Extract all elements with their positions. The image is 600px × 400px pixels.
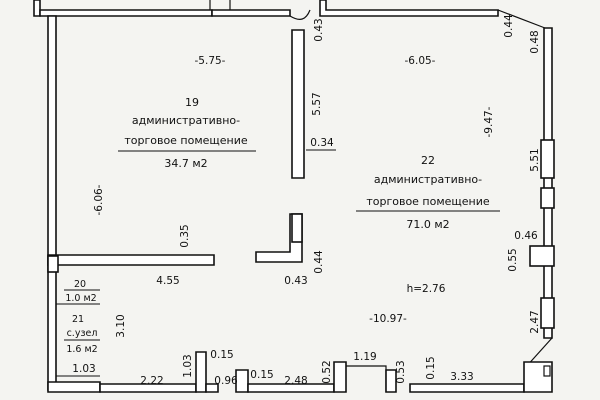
dim-0-44-top: 0.44 [503,14,515,38]
dim-3-33: 3.33 [450,371,473,383]
dim-5-57: 5.57 [311,92,323,115]
room-19-name-2: торговое помещение [124,134,248,147]
room-22-number: 22 [421,154,435,167]
room-19-label: 19 административно- торговое помещение 3… [118,96,256,170]
wall-top-arc [289,9,311,20]
column-center-top [291,213,303,243]
dim-3-10: 3.10 [115,314,127,337]
room-22-name-1: административно- [374,173,482,186]
room-20-number: 20 [74,279,86,290]
dim-6-06: -6.06- [93,184,105,215]
wall-bottom-pier-1 [195,351,207,393]
dim-5-51: 5.51 [529,148,541,171]
wall-top-middle-segment [211,9,291,17]
wall-partition-vertical [291,29,305,179]
dim-0-46: 0.46 [514,230,538,242]
wall-right-outer [543,27,553,339]
dim-9-47: -9.47- [483,106,495,137]
room-22-name-2: торговое помещение [366,195,490,208]
dim-10-97: -10.97- [369,313,407,325]
wall-left-outer [47,15,57,391]
wall-bottom-pier-5 [523,361,553,393]
room-19-number: 19 [185,96,199,109]
dim-1-03-left: 1.03 [72,363,95,375]
room-21-name: с.узел [67,328,98,339]
room-19-area: 34.7 м2 [164,157,207,170]
dim-4-55: 4.55 [156,275,179,287]
dim-0-43-top: 0.43 [313,18,325,41]
wall-bottom-niche [346,365,387,392]
wall-bottom-segment-4 [409,383,525,393]
dim-0-52: 0.52 [321,360,333,383]
wall-top-left-stub [33,0,41,17]
window-right-2 [540,187,555,209]
dim-2-47: 2.47 [529,310,541,333]
dim-5-75: -5.75- [195,55,226,67]
dim-0-15-b: 0.15 [250,369,273,381]
wall-bottom-segment-2 [205,383,219,393]
dimensions-vertical: -6.06- 0.43 5.57 0.44 0.48 -9.47- 5.51 0… [93,14,541,384]
room-19-name-1: административно- [132,114,240,127]
dim-2-22: 2.22 [140,375,163,387]
dim-0-43-mid: 0.43 [284,275,307,287]
dim-1-19: 1.19 [353,351,376,363]
wall-bottom-pier-3 [333,361,347,393]
wall-horizontal-19-20 [47,254,215,266]
walls [33,0,555,393]
room-22-area: 71.0 м2 [406,218,449,231]
room-21-label: 21 с.узел 1.6 м2 [64,314,100,355]
ceiling-height: h=2.76 [407,283,446,295]
window-right-3 [540,297,555,329]
dim-0-35: 0.35 [179,224,191,247]
dim-0-34: 0.34 [310,137,334,149]
dim-1-03-mid: 1.03 [182,354,194,377]
room-21-area: 1.6 м2 [66,344,97,355]
dim-0-15-c: 0.15 [425,356,437,379]
dim-0-48: 0.48 [529,30,541,53]
wall-pier-left [47,255,59,273]
wall-top-right-segment [319,0,499,17]
dim-0-96: 0.96 [214,375,238,387]
wall-bottom-left [47,381,101,393]
room-22-label: 22 административно- торговое помещение 7… [356,154,500,231]
dim-6-05: -6.05- [405,55,436,67]
wall-top-left-segment [39,9,213,17]
dimensions-horizontal: -5.75- -6.05- 4.55 0.43 -10.97- 0.34 1.0… [72,55,473,387]
window-right-1 [540,139,555,179]
dim-0-53: 0.53 [395,360,407,383]
column-right [529,245,555,267]
room-20-area: 1.0 м2 [65,293,96,304]
dim-0-44-mid: 0.44 [313,250,325,274]
dim-2-48: 2.48 [284,375,307,387]
room-21-number: 21 [72,314,84,325]
wall-bottom-pier-2 [235,369,249,393]
dim-0-55: 0.55 [507,248,519,271]
room-20-label: 20 1.0 м2 [64,279,100,304]
wall-bottom-pier-4 [385,369,397,393]
wall-diagonal-top-right [497,9,546,29]
wall-bottom-right-mark [543,365,551,377]
dim-0-15-a: 0.15 [210,349,233,361]
